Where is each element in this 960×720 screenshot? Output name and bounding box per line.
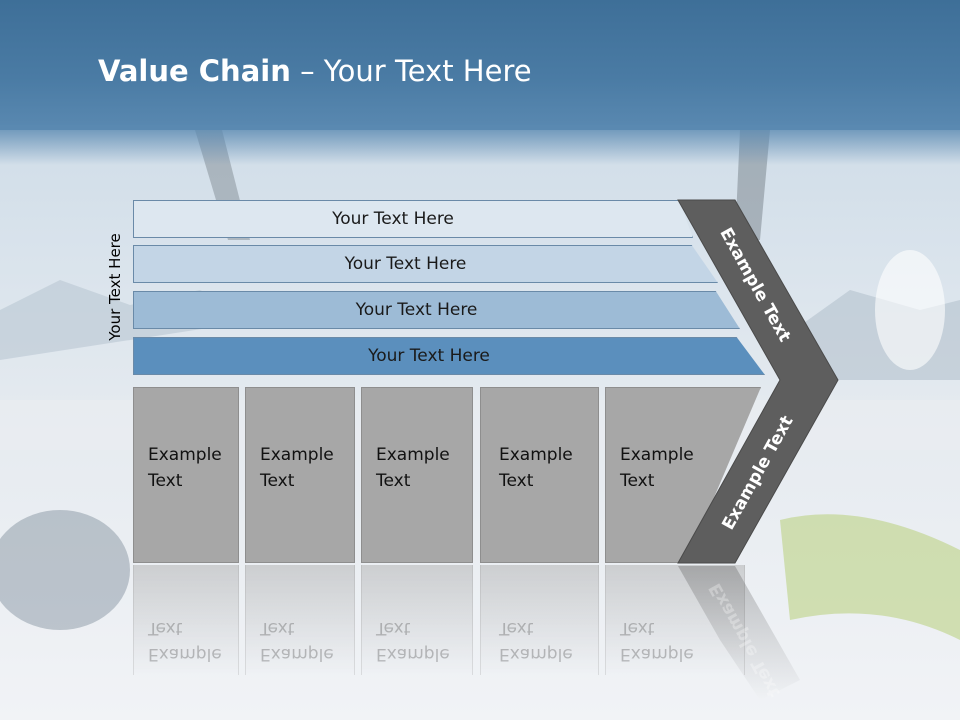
bar-2-label: Your Text Here	[344, 254, 467, 274]
box-1-line2: Text	[148, 471, 183, 491]
header-band	[0, 0, 960, 130]
bar-4-label: Your Text Here	[368, 346, 490, 366]
title-bold: Value Chain	[98, 54, 291, 88]
activity-box-1: Example Text	[133, 387, 239, 563]
box-5-line1: Example	[620, 445, 694, 465]
activity-box-4: Example Text	[480, 387, 599, 563]
box-4-line1: Example	[499, 445, 573, 465]
box-3-line2: Text	[376, 471, 411, 491]
box-2-line1: Example	[260, 445, 334, 465]
bar-3-label: Your Text Here	[355, 300, 478, 320]
bar-2: Your Text Here	[133, 245, 718, 283]
box-1-line1: Example	[148, 445, 222, 465]
skis-background	[0, 130, 960, 640]
box-5-line2: Text	[620, 471, 655, 491]
box-4-line2: Text	[499, 471, 534, 491]
header-fade	[0, 125, 960, 165]
slide-title: Value Chain – Your Text Here	[98, 54, 532, 88]
bar-4: Your Text Here	[133, 337, 765, 375]
chevron-shape	[677, 199, 839, 564]
activity-box-2: Example Text	[245, 387, 355, 563]
box-3-line1: Example	[376, 445, 450, 465]
bar-3: Your Text Here	[133, 291, 740, 329]
box-2-line2: Text	[260, 471, 295, 491]
activity-box-3: Example Text	[361, 387, 473, 563]
chevron-reflection	[678, 566, 800, 700]
bar-1: Your Text Here	[133, 200, 693, 238]
bar-1-label: Your Text Here	[332, 209, 454, 229]
title-rest: – Your Text Here	[290, 54, 532, 88]
